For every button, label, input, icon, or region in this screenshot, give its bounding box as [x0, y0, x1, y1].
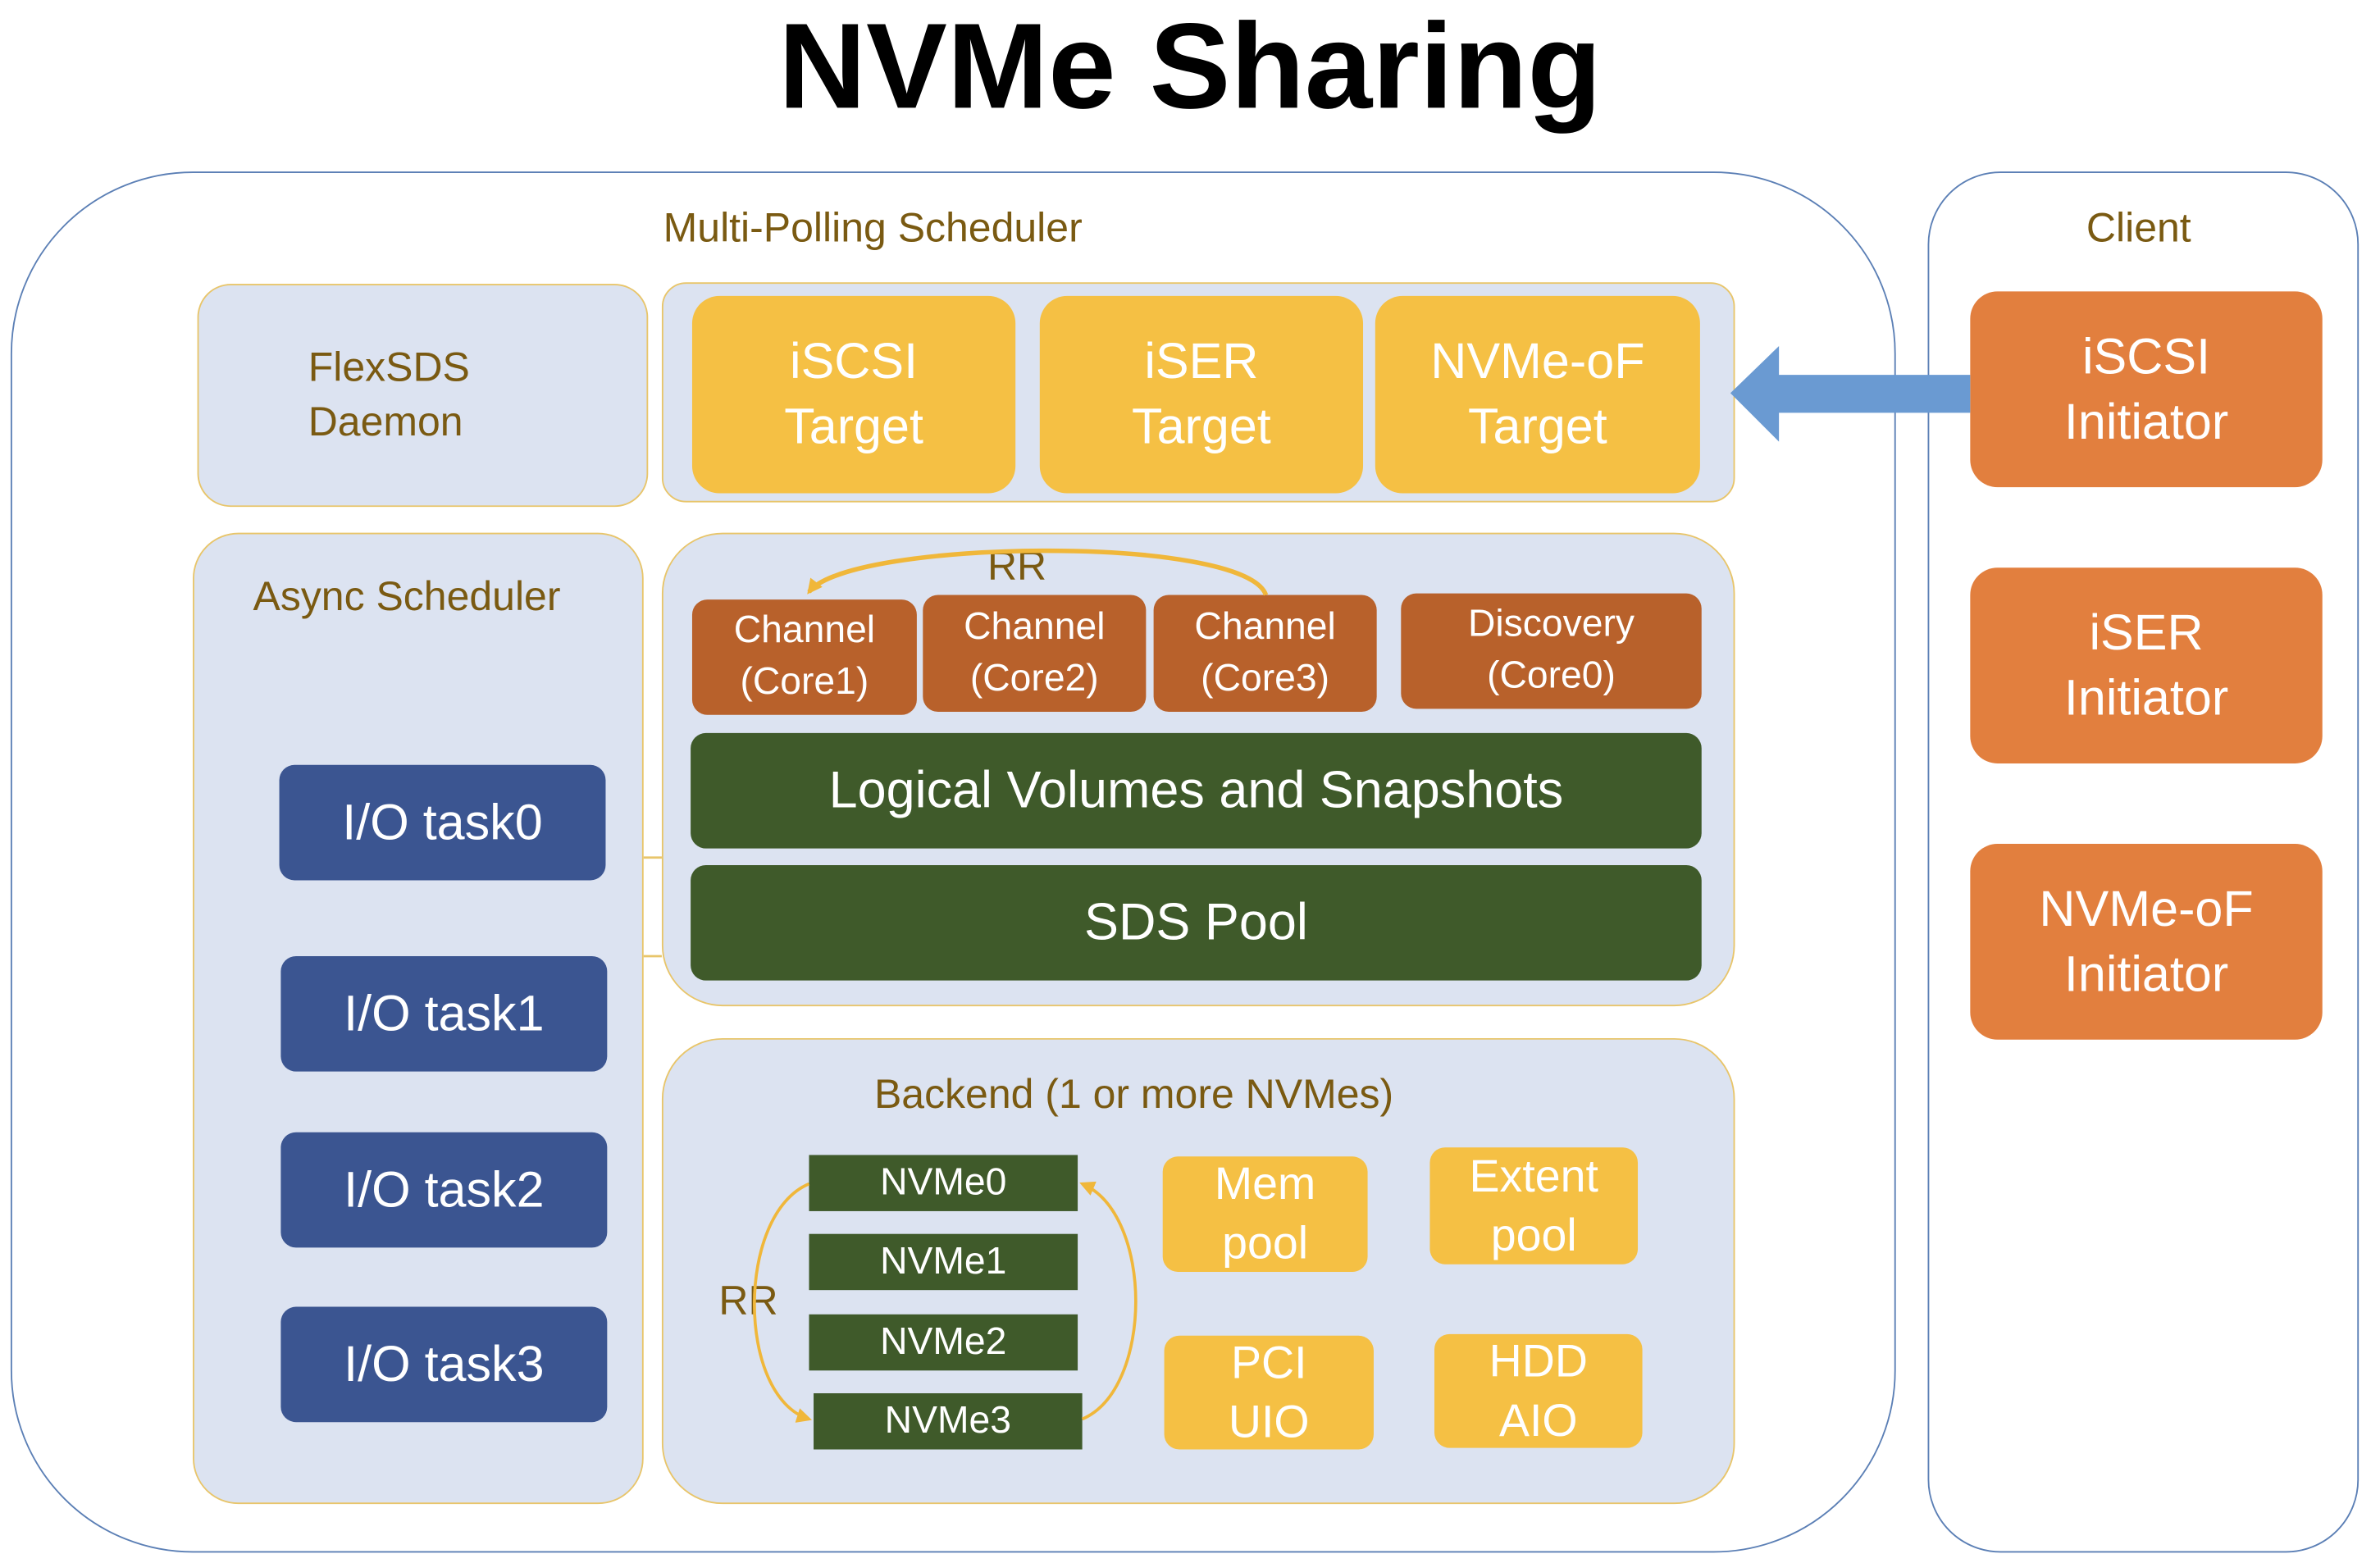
multi-polling-scheduler-label: Multi-Polling Scheduler — [663, 203, 1083, 250]
backend-label: Backend (1 or more NVMes) — [873, 1070, 1394, 1117]
io-task2: I/O task2 — [280, 1132, 608, 1248]
iser-target: iSER Target — [1039, 295, 1364, 494]
client-to-targets-arrow — [1730, 345, 1971, 442]
channel-core2: Channel (Core2) — [923, 595, 1147, 713]
backend-rr-label: RR — [718, 1277, 778, 1323]
channel-core1: Channel (Core1) — [691, 599, 917, 715]
flexsds-daemon-box: FlexSDS Daemon — [197, 284, 649, 508]
pci-uio: PCI UIO — [1164, 1335, 1374, 1450]
nvmeof-target: NVMe-oF Target — [1375, 295, 1700, 494]
sds-pool-bar: SDS Pool — [691, 864, 1702, 981]
io-task3: I/O task3 — [280, 1306, 608, 1423]
backend-rr-right-arc — [1079, 1181, 1138, 1421]
nvme3: NVMe3 — [814, 1393, 1083, 1450]
iser-initiator: iSER Initiator — [1970, 567, 2323, 763]
flexsds-daemon-label: FlexSDS Daemon — [308, 344, 470, 444]
iscsi-initiator: iSCSI Initiator — [1970, 291, 2323, 488]
diagram-title: NVMe Sharing — [778, 0, 1602, 134]
nvme1: NVMe1 — [809, 1233, 1078, 1291]
iscsi-target: iSCSI Target — [691, 295, 1016, 494]
logical-volumes-bar: Logical Volumes and Snapshots — [691, 732, 1702, 849]
nvmeof-initiator: NVMe-oF Initiator — [1970, 844, 2323, 1040]
discovery-core0: Discovery (Core0) — [1401, 593, 1702, 709]
nvme2: NVMe2 — [809, 1314, 1078, 1371]
backend-rr-left-arc — [753, 1182, 813, 1423]
channel-core3: Channel (Core3) — [1153, 595, 1377, 713]
extent-pool: Extent pool — [1429, 1147, 1639, 1265]
channel-rr-arrow — [807, 548, 1269, 596]
hdd-aio: HDD AIO — [1434, 1333, 1643, 1448]
nvme0: NVMe0 — [809, 1155, 1078, 1211]
io-task0: I/O task0 — [279, 764, 606, 881]
mem-pool: Mem pool — [1162, 1156, 1368, 1272]
async-scheduler-label: Async Scheduler — [253, 572, 561, 619]
io-task1: I/O task1 — [280, 956, 608, 1072]
client-label: Client — [2086, 203, 2191, 250]
